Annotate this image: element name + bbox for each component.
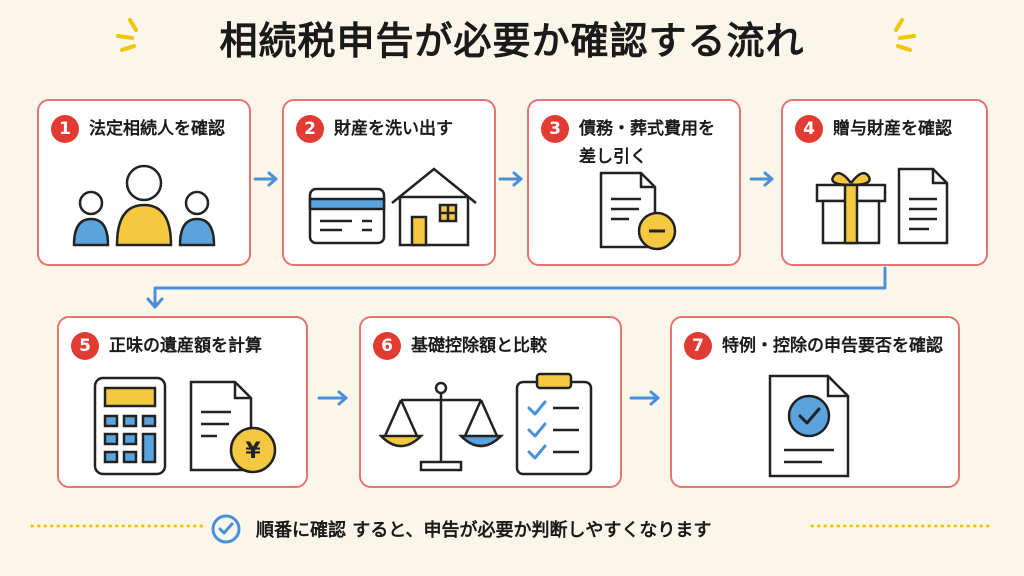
step-card-2: 2 財産を洗い出す — [282, 99, 496, 266]
step-card-4: 4 贈与財産を確認 — [781, 99, 988, 266]
page-title: 相続税申告が必要か確認する流れ — [219, 19, 805, 63]
arrow-right-icon — [749, 171, 774, 187]
step-card-3: 3 債務・葬式費用を差し引く — [527, 99, 741, 266]
step-label: 法定相続人を確認 — [89, 119, 225, 139]
step-number: 5 — [71, 332, 99, 360]
document-minus-icon — [599, 171, 677, 251]
step-card-5: 5 正味の遺産額を計算 ¥ — [57, 316, 308, 488]
sparkle-right-icon — [894, 18, 916, 52]
step-number: 1 — [51, 115, 79, 143]
step-card-6: 6 基礎控除額と比較 — [359, 316, 622, 488]
step-label: 特例・控除の申告要否を確認 — [722, 336, 943, 356]
heirs-people-icon — [72, 164, 216, 247]
connector-arrow-icon — [146, 266, 887, 309]
gift-and-document-icon — [815, 167, 949, 245]
step-card-1: 1 法定相続人を確認 — [37, 99, 251, 266]
step-number: 7 — [684, 332, 712, 360]
arrow-right-icon — [498, 171, 523, 187]
arrow-right-icon — [317, 390, 348, 406]
dotted-line-left — [30, 524, 208, 528]
step-label: 債務・葬式費用を差し引く — [579, 119, 715, 167]
step-card-7: 7 特例・控除の申告要否を確認 — [670, 316, 960, 488]
footer-note: 順番に確認 すると、申告が必要か判断しやすくなります — [210, 511, 830, 547]
footer-text: 順番に確認 すると、申告が必要か判断しやすくなります — [256, 520, 712, 541]
step-label: 贈与財産を確認 — [833, 119, 952, 139]
yen-symbol: ¥ — [245, 439, 261, 464]
dotted-line-right — [810, 524, 994, 528]
step-label: 基礎控除額と比較 — [411, 336, 547, 356]
step-number: 2 — [296, 115, 324, 143]
arrow-right-icon — [253, 171, 278, 187]
step-number: 3 — [541, 115, 569, 143]
step-label: 財産を洗い出す — [334, 119, 453, 139]
step-number: 4 — [795, 115, 823, 143]
sparkle-left-icon — [116, 18, 138, 52]
check-circle-icon — [211, 514, 241, 544]
step-label: 正味の遺産額を計算 — [109, 336, 262, 356]
step-number: 6 — [373, 332, 401, 360]
arrow-right-icon — [629, 390, 660, 406]
scale-and-checklist-icon — [379, 372, 593, 476]
card-and-house-icon — [308, 167, 477, 247]
calculator-document-yen-icon: ¥ — [93, 376, 277, 476]
document-check-icon — [768, 374, 850, 478]
